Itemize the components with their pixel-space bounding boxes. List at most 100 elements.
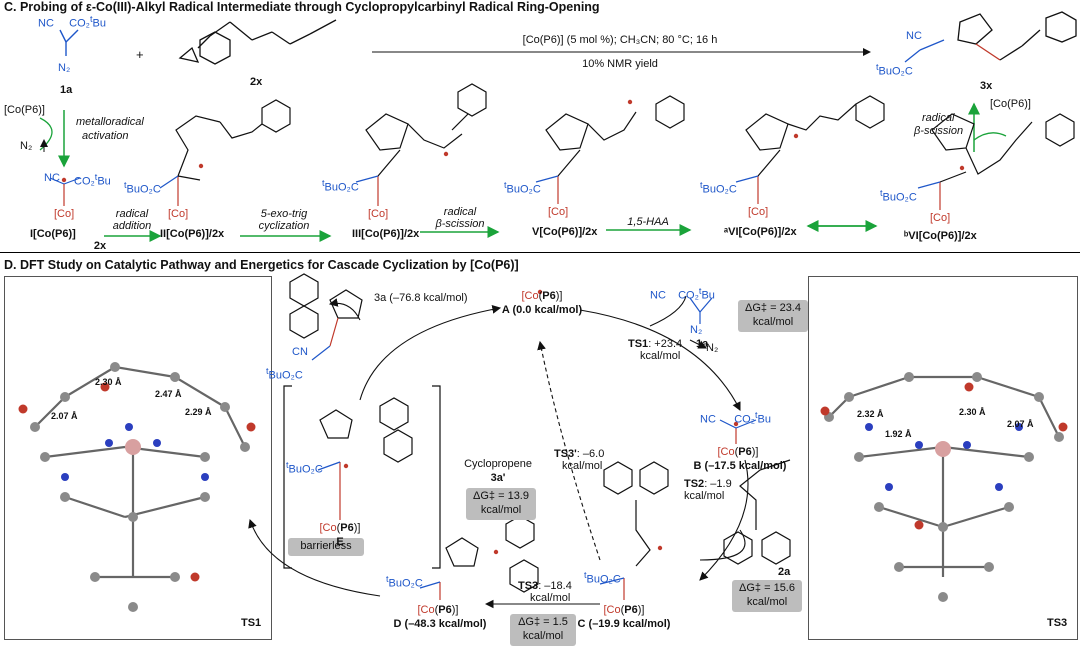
right-co-label: [Co(P6)]	[990, 98, 1031, 110]
dg-2a-box: ΔG‡ = 15.6 kcal/mol	[732, 580, 802, 612]
step-radical-addition-2: addition	[112, 220, 152, 232]
substrate-2x-structure	[178, 19, 337, 65]
barrierless-box: barrierless	[288, 538, 364, 556]
section-d-title: D. DFT Study on Catalytic Pathway and En…	[4, 258, 519, 272]
intermediate-e-brackets	[283, 385, 441, 569]
ts1-energy-line2: kcal/mol	[640, 350, 681, 362]
dg-cyclopropene-unit: kcal/mol	[480, 503, 522, 516]
int-i-co: [Co]	[54, 208, 75, 220]
ts1-label: TS1	[241, 617, 262, 629]
dg-2a-unit: kcal/mol	[746, 595, 788, 608]
dg-ts3-box: ΔG‡ = 1.5 kcal/mol	[510, 614, 576, 646]
step-exo-2: cyclization	[258, 220, 310, 232]
ts3-label: TS3	[1047, 617, 1068, 629]
plus-sign: +	[136, 47, 144, 62]
intermediate-d-co: [Co(P6)]	[417, 604, 459, 616]
intermediate-a-label: A (0.0 kcal/mol)	[501, 304, 583, 316]
step-2x: 2x	[93, 240, 107, 252]
section-c-title: C. Probing of ε-Co(III)-Alkyl Radical In…	[4, 0, 600, 14]
reagent-1a-label: 1a	[60, 84, 73, 96]
dg-1a-unit: kcal/mol	[752, 315, 794, 328]
cyclopropene-id: 3a'	[490, 472, 506, 484]
int-v-co: [Co]	[548, 206, 569, 218]
ts3-dist-3: 2.30 Å	[959, 407, 986, 417]
step-radical-addition-1: radical	[115, 208, 149, 220]
intermediate-e-co: [Co(P6)]	[319, 522, 361, 534]
dg-ts3-value: ΔG‡ = 1.5	[518, 616, 568, 628]
intermediate-b-label: B (–17.5 kcal/mol)	[693, 460, 787, 472]
ts3-energy-line2: kcal/mol	[530, 592, 571, 604]
step-beta-2: β-scission	[435, 218, 485, 230]
dg-cyclopropene-box: ΔG‡ = 13.9 kcal/mol	[466, 488, 536, 520]
ts3p-energy-line1: TS3': –6.0	[554, 448, 605, 460]
int-bvi-label: ᵇVI[Co(P6)]/2x	[904, 230, 977, 242]
ts2-energy-line1: TS2: –1.9	[684, 478, 732, 490]
int-ii-ester: tBuO₂C	[124, 180, 161, 196]
intermediate-b-nc: NC CO₂tBu	[700, 410, 772, 426]
section-divider	[0, 252, 1080, 253]
int-iii-label: III[Co(P6)]/2x	[352, 228, 420, 240]
product-nc: NC	[906, 30, 922, 42]
ts1-energy-line1: TS1: +23.4	[628, 338, 683, 350]
ts3-energy-line1: TS3: –18.4	[518, 580, 572, 592]
dg-1a-value: ΔG‡ = 23.4	[745, 302, 801, 314]
diazo-1a-structure	[59, 29, 79, 56]
int-iii-co: [Co]	[368, 208, 389, 220]
int-iii-ester: tBuO₂C	[322, 178, 359, 194]
cobalt-atom	[125, 439, 141, 455]
intermediate-e-label: E	[336, 536, 344, 548]
diazo-1a-label: 1a	[696, 338, 709, 350]
int-ii-co: [Co]	[168, 208, 189, 220]
ts1-dist-3: 2.07 Å	[51, 411, 78, 421]
int-i-label: I[Co(P6)]	[30, 228, 76, 240]
intermediate-e-ester: tBuO₂C	[286, 460, 323, 476]
intermediate-c-label: C (–19.9 kcal/mol)	[577, 618, 671, 630]
ts3-dist-1: 2.32 Å	[857, 409, 884, 419]
reagent-2x-label: 2x	[250, 76, 263, 88]
dg-2a-value: ΔG‡ = 15.6	[739, 582, 795, 594]
int-v-ester: tBuO₂C	[504, 180, 541, 196]
product-co2tbu: tBuO₂C	[876, 62, 913, 78]
n2-release: N₂	[20, 140, 33, 152]
diazo-n2: N₂	[58, 62, 71, 74]
ts1-molecule	[18, 362, 256, 612]
step-beta-1: radical	[443, 206, 477, 218]
step-haa: 1,5-HAA	[627, 216, 669, 228]
ts3-molecule	[820, 372, 1068, 602]
conditions-top: [Co(P6)] (5 mol %); CH₃CN; 80 °C; 16 h	[522, 34, 718, 46]
intermediate-c-ester: tBuO₂C	[584, 570, 621, 586]
intermediate-b-co: [Co(P6)]	[717, 446, 759, 458]
product-3a-cn: CN	[292, 346, 308, 358]
intermediate-d-label: D (–48.3 kcal/mol)	[393, 618, 487, 630]
product-3a-ester: tBuO₂C	[266, 366, 303, 382]
ts3p-energy-line2: kcal/mol	[562, 460, 603, 472]
int-ii-label: II[Co(P6)]/2x	[160, 228, 225, 240]
int-bvi-ester: tBuO₂C	[880, 188, 917, 204]
int-avi-co: [Co]	[748, 206, 769, 218]
cyclopropene-text: Cyclopropene	[464, 458, 532, 470]
activation-text: activation	[82, 130, 129, 142]
int-avi-label: ᵃVI[Co(P6)]/2x	[724, 226, 797, 238]
right-beta-text: β-scission	[914, 125, 964, 137]
ts3-structure-panel: 2.32 Å 1.92 Å 2.30 Å 2.07 Å TS3	[808, 276, 1078, 640]
dg-cyclopropene-value: ΔG‡ = 13.9	[473, 490, 529, 502]
intermediate-d-ester: tBuO₂C	[386, 574, 423, 590]
int-v-label: V[Co(P6)]/2x	[532, 226, 598, 238]
ts3-dist-4: 2.07 Å	[1007, 419, 1034, 429]
conditions-bottom: 10% NMR yield	[582, 58, 658, 70]
int-avi-ester: tBuO₂C	[700, 180, 737, 196]
product-3x-structure	[904, 11, 1077, 63]
n2-release-d: N₂	[706, 342, 719, 354]
ts1-dist-1: 2.30 Å	[95, 377, 122, 387]
ts1-dist-2: 2.47 Å	[155, 389, 182, 399]
product-3a-label: 3a (–76.8 kcal/mol)	[374, 292, 468, 304]
int-bvi-co: [Co]	[930, 212, 951, 224]
ts1-structure-panel: 2.30 Å 2.47 Å 2.07 Å 2.29 Å TS1	[4, 276, 272, 640]
dg-1a-box: ΔG‡ = 23.4 kcal/mol	[738, 300, 808, 332]
intermediate-c-co: [Co(P6)]	[603, 604, 645, 616]
diazo-1a-n2: N₂	[690, 324, 703, 336]
ts2-energy-line2: kcal/mol	[684, 490, 725, 502]
metalloradical-text: metalloradical	[76, 116, 144, 128]
ts3-dist-2: 1.92 Å	[885, 429, 912, 439]
